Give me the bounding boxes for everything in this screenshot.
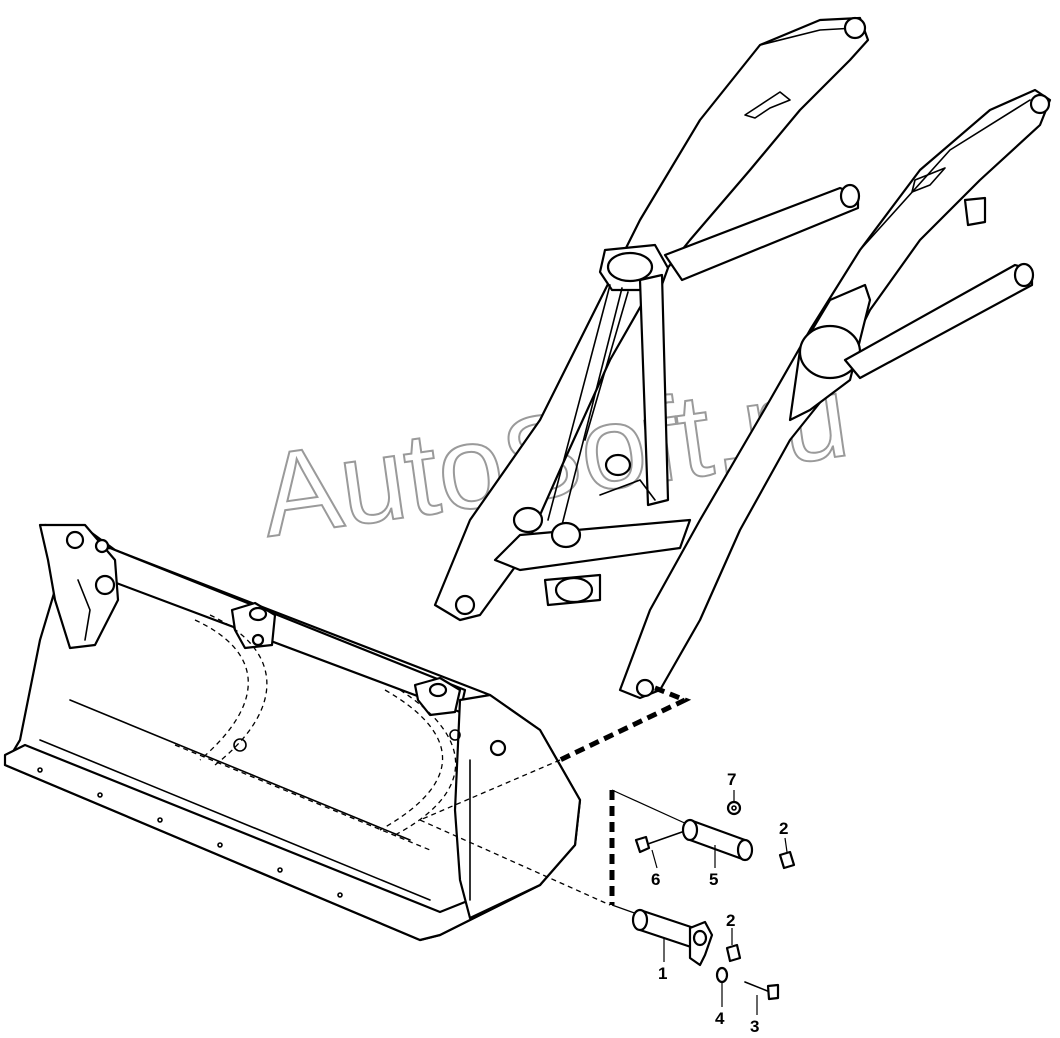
bucket-left-side-plate [38,523,120,650]
callout-1: 1 [658,964,667,983]
lower-pivot-right [550,521,582,549]
part-2-grease-fitting-lower [725,943,742,963]
lower-pivot-left [512,506,544,534]
left-boom-bottom-pin [454,594,476,616]
cross-beam [493,518,692,572]
leader-lines [651,790,788,1015]
part-1-pivot-pin [631,908,714,967]
callout-4: 4 [715,1009,725,1028]
part-4-washer [715,966,729,984]
right-boom-top-pin [1029,93,1051,115]
bucket [3,523,582,942]
callout-2-upper: 2 [779,819,788,838]
assembly-line-right-arm [558,685,692,763]
part-5-link-pin [681,818,754,862]
part-2-grease-fitting-upper [778,850,796,870]
callout-2-lower: 2 [726,911,735,930]
tilt-link-rod [638,273,670,507]
right-boom-arm [618,88,1052,700]
callout-3: 3 [750,1017,759,1036]
callout-6: 6 [651,870,660,889]
callout-7: 7 [727,770,736,789]
part-3-bolt [744,981,780,1001]
right-arm-plate-hole [798,324,862,380]
part-6-bolt [634,831,683,854]
left-boom-top-pin [843,16,867,40]
part-7-nut [726,800,742,816]
right-boom-bottom-pin [635,678,655,698]
callout-5: 5 [709,870,718,889]
loader-arm-frame [433,16,1052,700]
bucket-right-side-plate [453,693,582,920]
